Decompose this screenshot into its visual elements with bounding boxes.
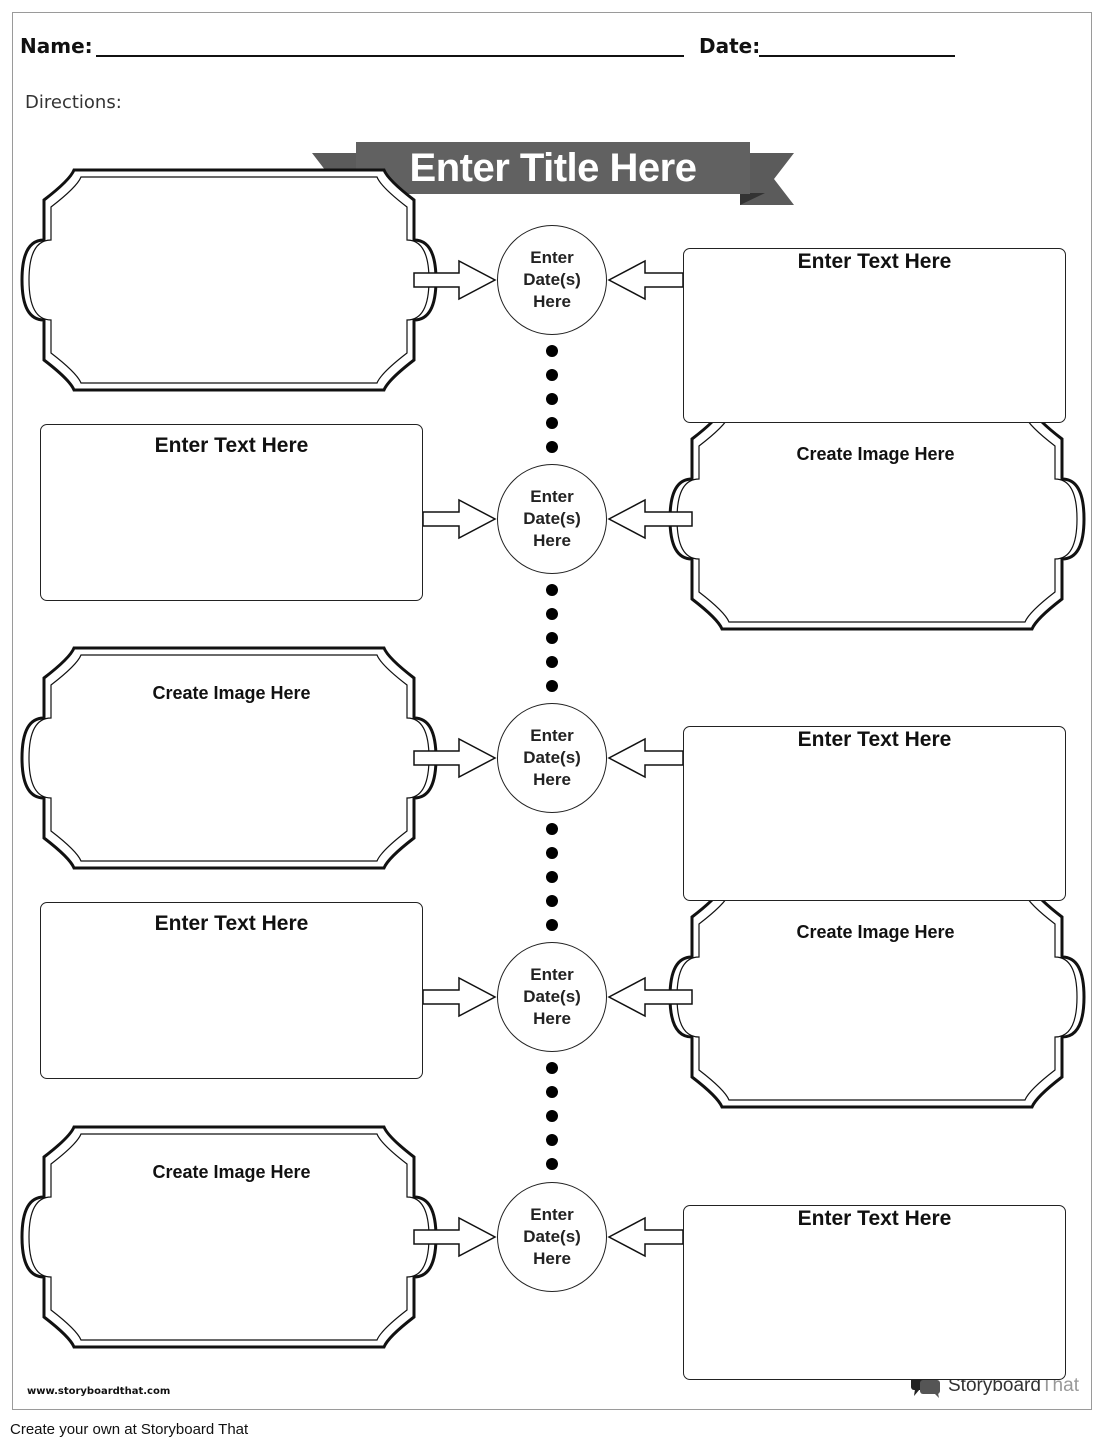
image-frame-row-2[interactable] [668,407,1086,631]
text-box-right-row-3[interactable] [683,726,1066,901]
text-box-left-row-2[interactable] [40,424,423,601]
date-label-row-2: Enter Date(s) Here [523,487,581,550]
date-label-row-5: Enter Date(s) Here [523,1205,581,1268]
brand-main: Storyboard [948,1375,1041,1396]
arrow-left-row-5 [413,1216,497,1258]
date-circle-row-5[interactable]: Enter Date(s) Here [497,1182,607,1292]
arrow-left-row-1 [413,259,497,301]
worksheet-title[interactable]: Enter Title Here [409,145,697,190]
right-label-row-2: Create Image Here [796,444,955,464]
arrow-right-row-1 [607,259,684,301]
timeline-dot [546,417,558,429]
timeline-dot [546,1110,558,1122]
timeline-dot [546,345,558,357]
timeline-dot [546,680,558,692]
timeline-dot [546,847,558,859]
timeline-dot [546,895,558,907]
image-frame-row-1[interactable] [20,168,438,392]
arrow-right-row-2 [607,498,693,540]
timeline-dot [546,441,558,453]
date-field[interactable] [759,55,955,57]
arrow-left-row-3 [413,737,497,779]
name-field[interactable] [96,55,684,57]
timeline-dot [546,1086,558,1098]
storyboardthat-logo: StoryboardThat [910,1374,1079,1398]
arrow-left-row-4 [422,976,497,1018]
timeline-dot [546,608,558,620]
text-box-right-row-5[interactable] [683,1205,1066,1380]
left-label-row-5: Create Image Here [152,1162,311,1182]
arrow-right-row-4 [607,976,693,1018]
date-circle-row-4[interactable]: Enter Date(s) Here [497,942,607,1052]
right-label-row-1: Enter Text Here [797,250,952,273]
directions-label: Directions: [25,92,122,113]
arrow-left-row-2 [422,498,497,540]
right-label-row-4: Create Image Here [796,922,955,942]
text-box-right-row-1[interactable] [683,248,1066,423]
bottom-caption: Create your own at Storyboard That [10,1421,249,1438]
arrow-right-row-5 [607,1216,684,1258]
timeline-dot [546,1158,558,1170]
image-frame-row-3[interactable] [20,646,438,870]
image-frame-row-5[interactable] [20,1125,438,1349]
timeline-dot [546,919,558,931]
timeline-dot [546,823,558,835]
left-label-row-3: Create Image Here [152,683,311,703]
date-circle-row-2[interactable]: Enter Date(s) Here [497,464,607,574]
timeline-dot [546,584,558,596]
text-box-left-row-4[interactable] [40,902,423,1079]
date-label-row-4: Enter Date(s) Here [523,965,581,1028]
timeline-dot [546,871,558,883]
timeline-dot [546,656,558,668]
image-frame-row-4[interactable] [668,885,1086,1109]
right-label-row-3: Enter Text Here [797,728,952,751]
date-circle-row-1[interactable]: Enter Date(s) Here [497,225,607,335]
footer-url: www.storyboardthat.com [27,1386,171,1397]
left-label-row-4: Enter Text Here [154,912,309,935]
timeline-dot [546,1134,558,1146]
name-label: Name: [20,34,93,58]
date-label-row-3: Enter Date(s) Here [523,726,581,789]
date-label: Date: [699,34,761,58]
arrow-right-row-3 [607,737,684,779]
timeline-dot [546,1062,558,1074]
left-label-row-2: Enter Text Here [154,434,309,457]
timeline-dot [546,632,558,644]
timeline-dot [546,393,558,405]
right-label-row-5: Enter Text Here [797,1207,952,1230]
date-circle-row-3[interactable]: Enter Date(s) Here [497,703,607,813]
timeline-dot [546,369,558,381]
brand-suffix: That [1040,1375,1079,1396]
date-label-row-1: Enter Date(s) Here [523,248,581,311]
